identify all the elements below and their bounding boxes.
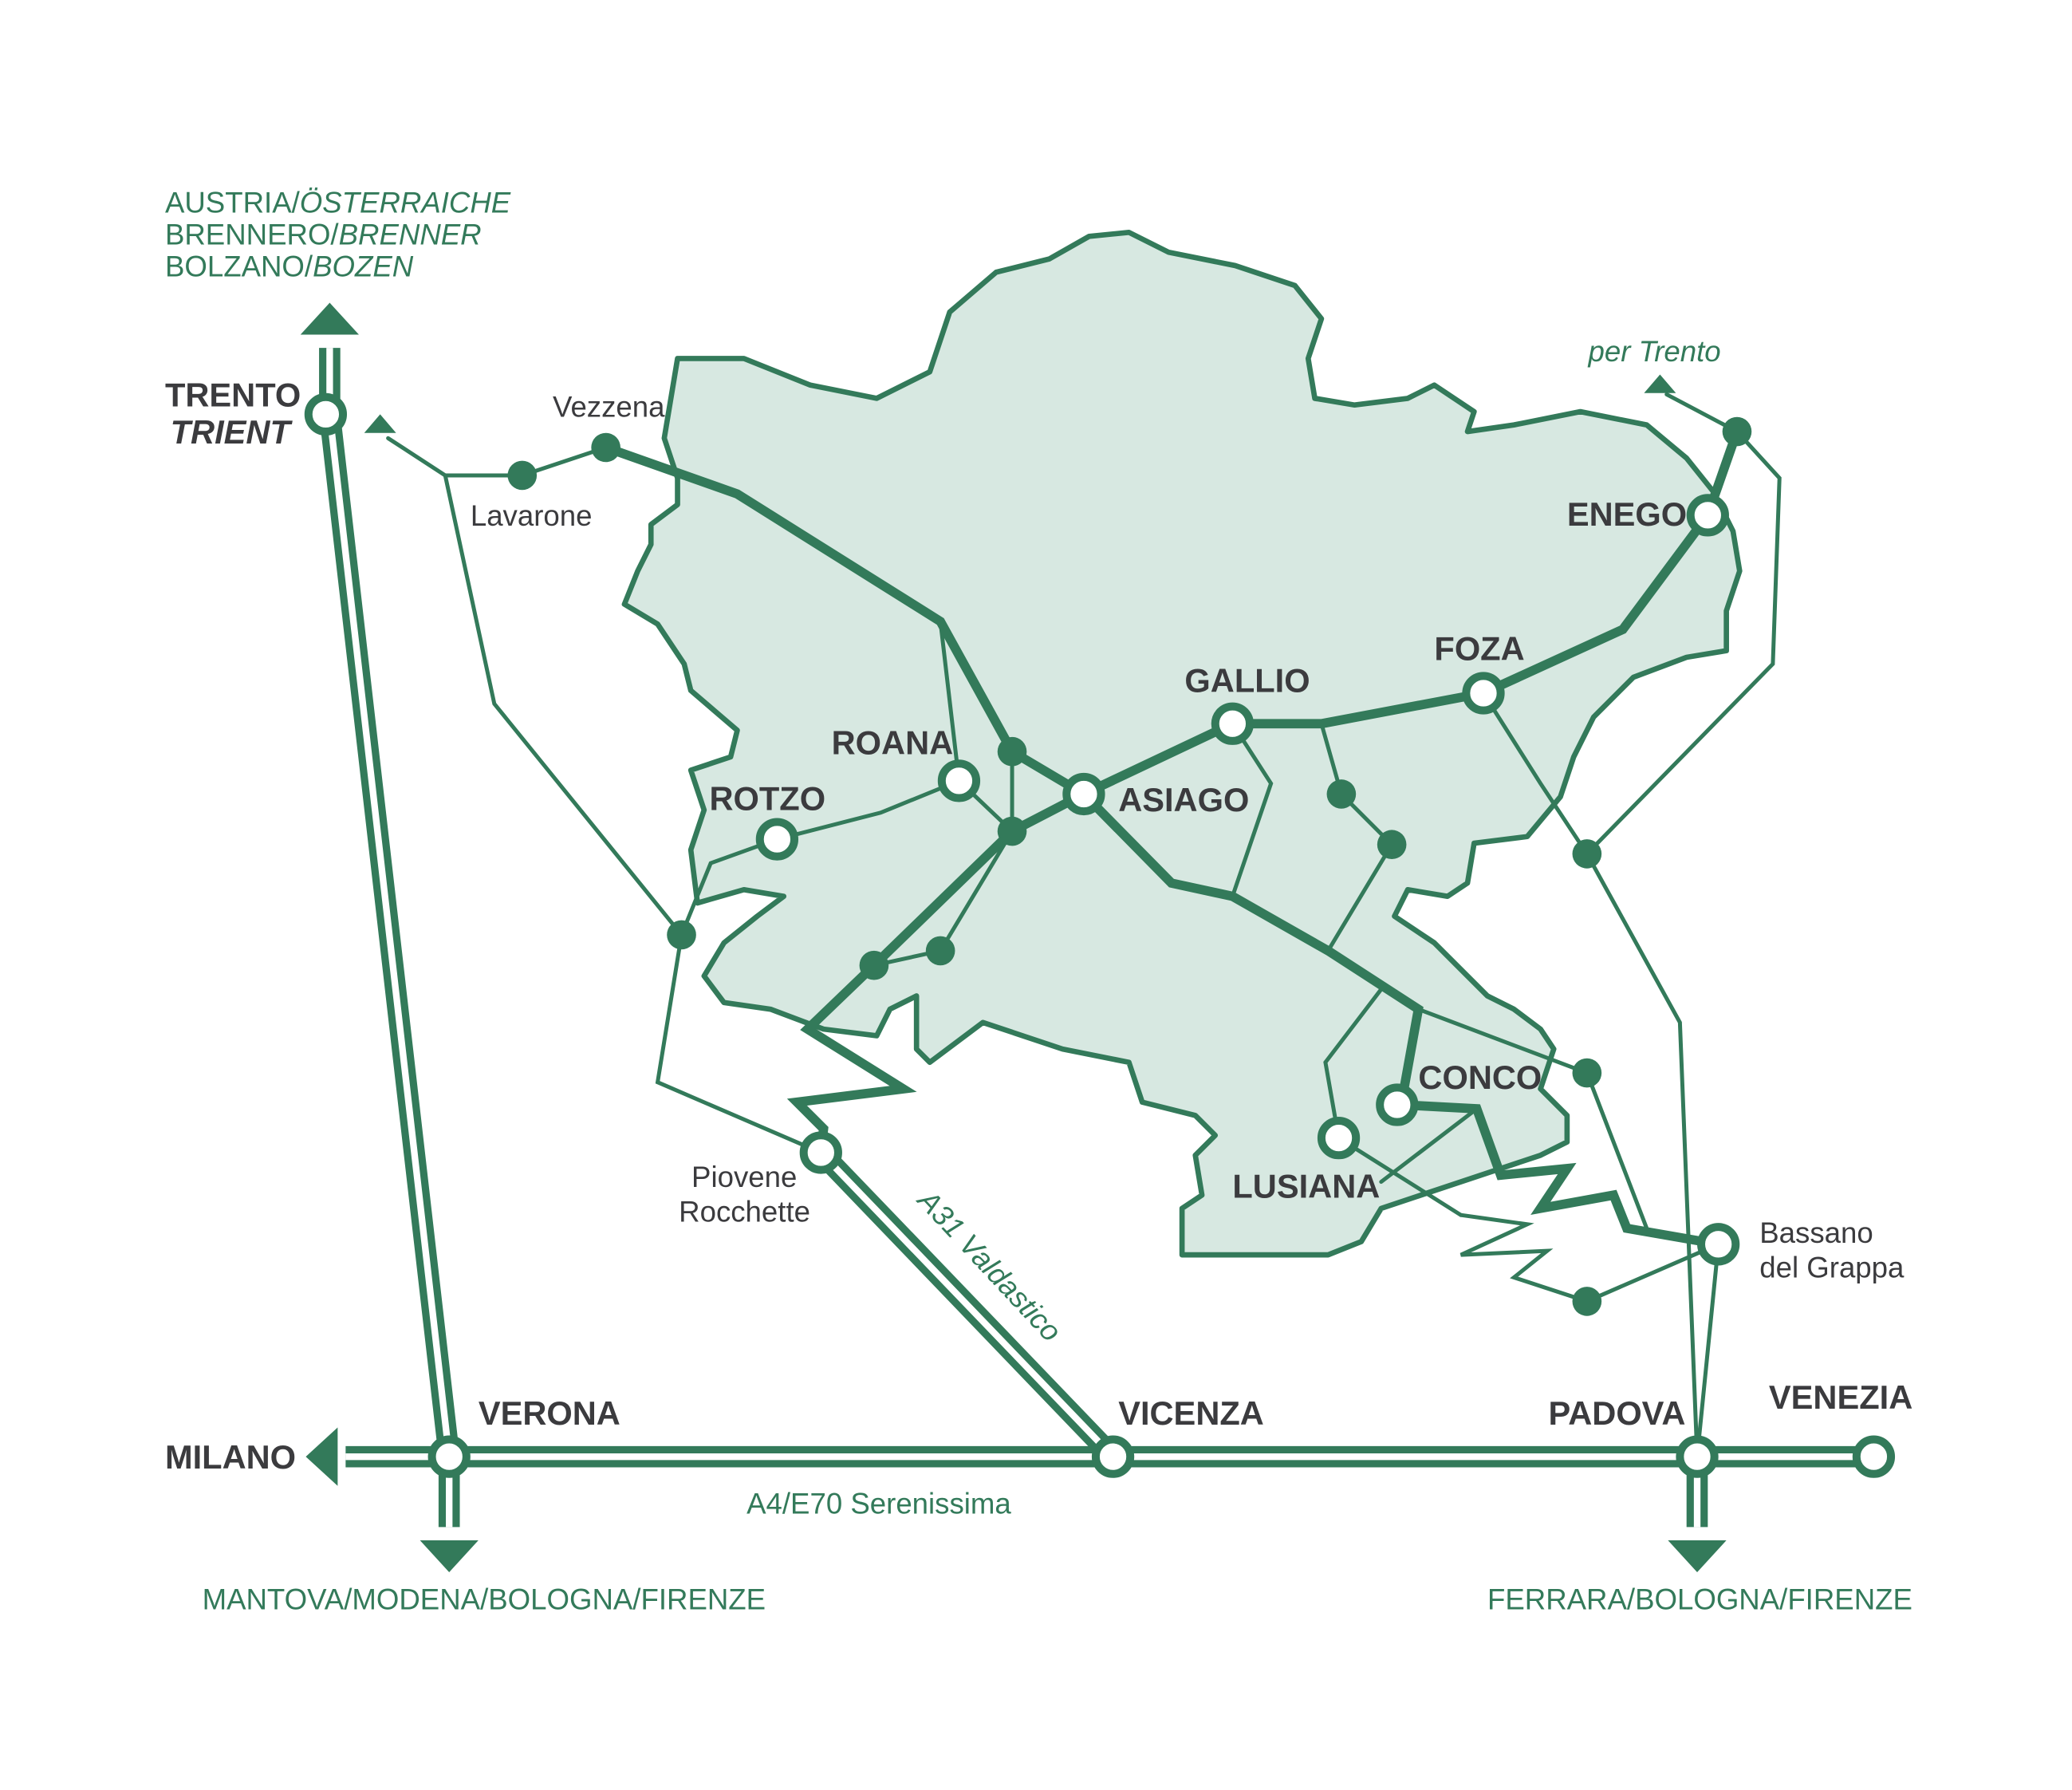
label-lavarone: Lavarone <box>471 499 593 532</box>
label-asiago: ASIAGO <box>1118 781 1249 818</box>
road-asiago-piovene <box>786 789 1089 1157</box>
label-a4: A4/E70 Serenissima <box>746 1488 1011 1520</box>
dot-junction-f <box>1377 830 1407 860</box>
node-trento <box>304 392 348 436</box>
label-trient: TRIENT <box>171 413 293 451</box>
arrow-milano-icon <box>305 1427 338 1486</box>
node-bassano <box>1697 1223 1740 1266</box>
motorway-a31-center <box>818 1150 1116 1460</box>
road-conco-link <box>1379 1106 1479 1185</box>
dot-junction-d <box>925 936 955 966</box>
label-foza: FOZA <box>1434 629 1524 667</box>
label-enego: ENEGO <box>1567 495 1687 533</box>
node-venezia <box>1852 1435 1896 1478</box>
node-roana <box>937 759 981 802</box>
label-lusiana: LUSIANA <box>1232 1168 1380 1205</box>
arrow-verona-south-icon <box>420 1540 479 1572</box>
dot-junction-g <box>1572 839 1602 869</box>
node-enego <box>1686 494 1729 537</box>
dest-austria: AUSTRIA/ÖSTERRAICHE <box>165 186 511 219</box>
label-piovene: Piovene <box>691 1161 797 1193</box>
dot-junction-e <box>1326 779 1357 809</box>
node-vicenza <box>1091 1435 1135 1478</box>
road-lavarone-trento <box>386 436 525 478</box>
label-bassano: Bassano <box>1759 1216 1873 1249</box>
dot-junction-a <box>997 736 1027 767</box>
node-padova <box>1676 1435 1719 1478</box>
label-roana: ROANA <box>832 724 954 762</box>
label-padova: PADOVA <box>1549 1394 1686 1432</box>
dest-bolzano: BOLZANO/BOZEN <box>165 250 414 282</box>
road-lavarone-vezzena <box>520 445 609 478</box>
label-venezia: VENEZIA <box>1769 1378 1912 1416</box>
node-asiago <box>1062 772 1105 816</box>
road-to-piovene <box>655 932 823 1155</box>
dot-junction-c <box>859 950 889 980</box>
dot-junction-j <box>1722 416 1752 447</box>
dot-junction-b <box>997 816 1027 846</box>
label-del-grappa: del Grappa <box>1759 1251 1905 1283</box>
dest-brennero: BRENNERO/BRENNER <box>165 218 482 250</box>
label-verona: VERONA <box>479 1394 620 1432</box>
road-bassano-padova <box>1695 1242 1721 1459</box>
label-vezzena: Vezzena <box>553 391 665 424</box>
label-milano: MILANO <box>165 1438 296 1476</box>
motorway-a22-trento-verona-center <box>326 348 453 1528</box>
node-gallio <box>1211 702 1255 745</box>
label-trento: TRENTO <box>165 376 301 413</box>
label-gallio: GALLIO <box>1184 661 1310 699</box>
dot-junction-h <box>1572 1058 1602 1088</box>
label-rotzo: ROTZO <box>709 779 825 817</box>
label-rocchette: Rocchette <box>679 1196 810 1228</box>
node-verona <box>427 1435 471 1478</box>
arrow-per-trento-icon <box>1644 374 1676 393</box>
label-conco: CONCO <box>1418 1059 1542 1096</box>
road-lusiana-north <box>1323 987 1384 1141</box>
road-lusiana-east <box>1337 1136 1463 1217</box>
node-piovene <box>799 1131 842 1174</box>
road-roana-north <box>938 619 961 783</box>
road-per-trento <box>1585 392 1782 856</box>
dot-lavarone <box>507 460 538 491</box>
arrow-padova-south-icon <box>1668 1540 1727 1572</box>
node-foza <box>1462 672 1505 715</box>
road-lavarone-south <box>443 473 684 937</box>
arrow-trento-icon <box>364 414 396 433</box>
road-conco-bassano <box>1396 1100 1723 1249</box>
road-canove <box>872 749 1014 968</box>
node-conco <box>1376 1083 1419 1126</box>
dot-junction-west <box>667 920 696 950</box>
dot-vezzena <box>591 432 620 463</box>
dot-junction-i <box>1572 1287 1602 1316</box>
node-rotzo <box>755 818 799 861</box>
node-lusiana <box>1317 1117 1361 1160</box>
dest-ferrara: FERRARA/BOLOGNA/FIRENZE <box>1487 1583 1912 1616</box>
dest-per-trento: per Trento <box>1588 335 1721 368</box>
road-gallio-east <box>1319 721 1395 953</box>
road-asiago-conco <box>1079 789 1424 1110</box>
label-vicenza: VICENZA <box>1118 1394 1264 1432</box>
dest-mantova: MANTOVA/MODENA/BOLOGNA/FIRENZE <box>203 1583 766 1616</box>
road-gallio-south <box>1230 721 1274 899</box>
arrow-north-icon <box>300 302 360 335</box>
